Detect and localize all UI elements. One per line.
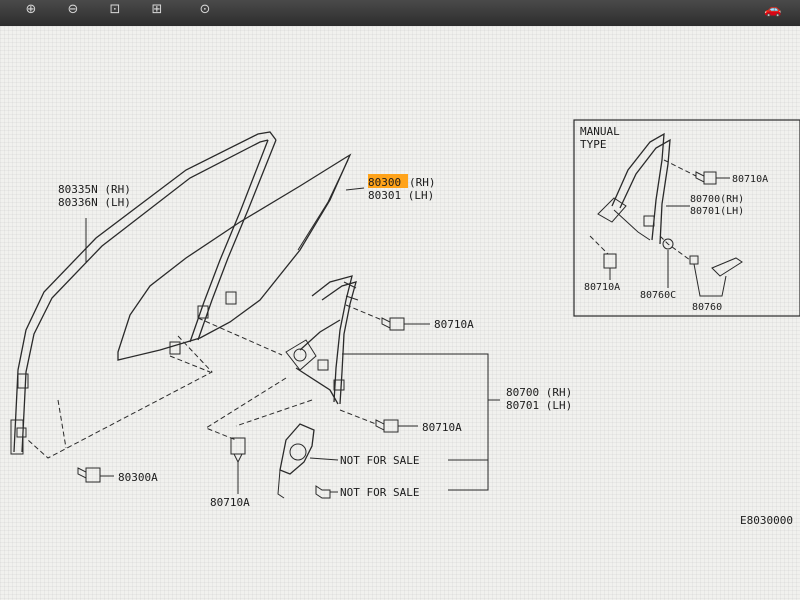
label-bolt-bottom: 80710A — [210, 496, 250, 509]
inset-bolt-left[interactable] — [603, 253, 617, 269]
label-sash-rh: 80335N (RH) — [58, 183, 131, 196]
zoom-in-icon[interactable]: ⊕ — [25, 2, 37, 17]
parts-diagram-sheet — [0, 26, 800, 600]
inset-title-line2: TYPE — [580, 138, 607, 151]
viewer-toolbar: ⊕ ⊖ ⊡ ⊞ ⊙ 🚗 — [0, 0, 800, 26]
window-regulator-part[interactable] — [285, 275, 359, 405]
zoom-window-icon[interactable]: ⊞ — [151, 2, 163, 17]
label-not-for-sale-2: NOT FOR SALE — [340, 486, 419, 499]
door-sash-part[interactable] — [10, 131, 277, 455]
inset-label-regulator-rh: 80700(RH) — [690, 194, 744, 205]
label-bolt-left: 80300A — [118, 471, 158, 484]
label-regulator-rh: 80700 (RH) — [506, 386, 572, 399]
inset-window-handle[interactable] — [689, 255, 743, 277]
highlight-marker — [368, 174, 408, 188]
zoom-out-icon[interactable]: ⊖ — [67, 2, 79, 17]
label-glass-rh-suffix: (RH) — [409, 176, 436, 189]
label-glass-lh: 80301 (LH) — [368, 189, 434, 202]
bolt-not-for-sale[interactable] — [315, 485, 331, 499]
label-bolt-top: 80710A — [434, 318, 474, 331]
car-icon[interactable]: 🚗 — [764, 2, 782, 18]
label-sash-lh: 80336N (LH) — [58, 196, 131, 209]
inset-label-handle: 80760 — [692, 302, 722, 313]
bolt-80710a-top[interactable] — [381, 317, 405, 331]
zoom-fit-icon[interactable]: ⊡ — [109, 2, 121, 17]
inset-label-regulator-lh: 80701(LH) — [690, 206, 744, 217]
bolt-80710a-mid[interactable] — [375, 419, 399, 433]
inset-label-bolt-left: 80710A — [584, 282, 620, 293]
bolt-80300a[interactable] — [77, 467, 101, 483]
inset-title-line1: MANUAL — [580, 125, 620, 138]
manual-type-inset: MANUAL TYPE 80710A — [573, 119, 800, 317]
bolt-80710a-bottom[interactable] — [230, 437, 246, 464]
inset-bolt-top[interactable] — [695, 171, 717, 185]
label-glass-rh: 80300 — [368, 176, 401, 189]
diagram-code: E8030000 — [740, 514, 793, 527]
label-bolt-mid: 80710A — [422, 421, 462, 434]
regulator-motor-part[interactable] — [277, 423, 315, 499]
label-not-for-sale-1: NOT FOR SALE — [340, 454, 419, 467]
zoom-reset-icon[interactable]: ⊙ — [199, 2, 211, 17]
inset-regulator-part[interactable] — [597, 132, 671, 245]
label-regulator-lh: 80701 (LH) — [506, 399, 572, 412]
inset-label-part-c: 80760C — [640, 290, 676, 301]
door-glass-part[interactable] — [117, 153, 352, 361]
inset-part-80760c[interactable] — [662, 238, 674, 250]
inset-label-bolt-top: 80710A — [732, 174, 768, 185]
